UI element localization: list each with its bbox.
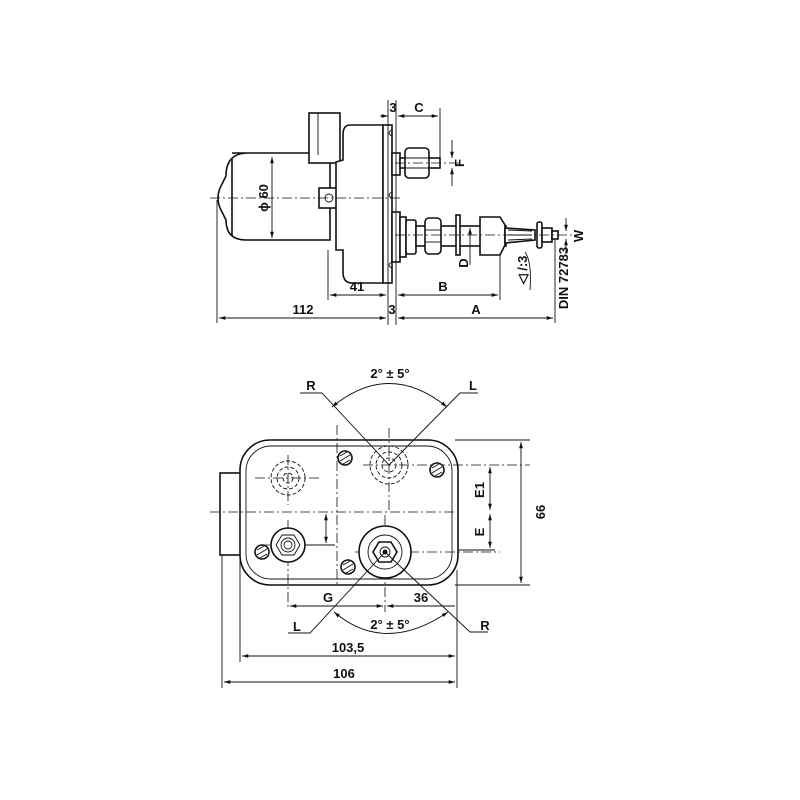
output-shaft [391,211,559,263]
dim-112: 112 [293,302,314,317]
dim-3-top: 3 [389,100,396,115]
dim-A: A [471,302,481,317]
gearbox-housing [335,124,384,284]
dim-G: G [323,590,333,605]
connector-box [308,112,341,164]
dim-103-5: 103,5 [332,640,365,655]
mounting-screws [254,450,445,575]
angle-bottom-label: 2° ± 5° [370,617,409,632]
mounting-flange [382,124,393,284]
angle-top-label: 2° ± 5° [370,366,409,381]
dim-E: E [472,527,487,536]
label-R-top: R [306,378,316,393]
taper-label: ◁ /:3 [515,256,530,286]
label-L-top: L [469,378,477,393]
dim-C: C [414,100,424,115]
diameter-60: ϕ 60 [256,184,271,212]
dim-106: 106 [333,666,355,681]
small-shaft-nut [270,527,306,563]
dim-D: D [456,258,471,267]
front-view: 2° ± 5° 2° ± 5° R L L R E1 E 66 G 36 103… [210,366,548,688]
din-standard: DIN 72783 [556,247,571,309]
dim-41: 41 [350,279,364,294]
dim-66: 66 [533,505,548,519]
top-right-hub-hidden [369,445,409,485]
dim-B: B [438,279,447,294]
label-L-bottom: L [293,619,301,634]
dim-E1: E1 [472,482,487,498]
dim-3-bottom: 3 [388,302,395,317]
label-R-bottom: R [480,618,490,633]
dim-W: W [571,229,586,242]
dim-F: F [452,159,467,167]
motor-body [217,152,331,241]
top-left-hub-hidden [270,460,306,496]
side-view: 112 3 A 41 B 3 C F D W ϕ 60 ◁ /:3 DIN 72… [210,100,586,325]
dim-36: 36 [414,590,428,605]
